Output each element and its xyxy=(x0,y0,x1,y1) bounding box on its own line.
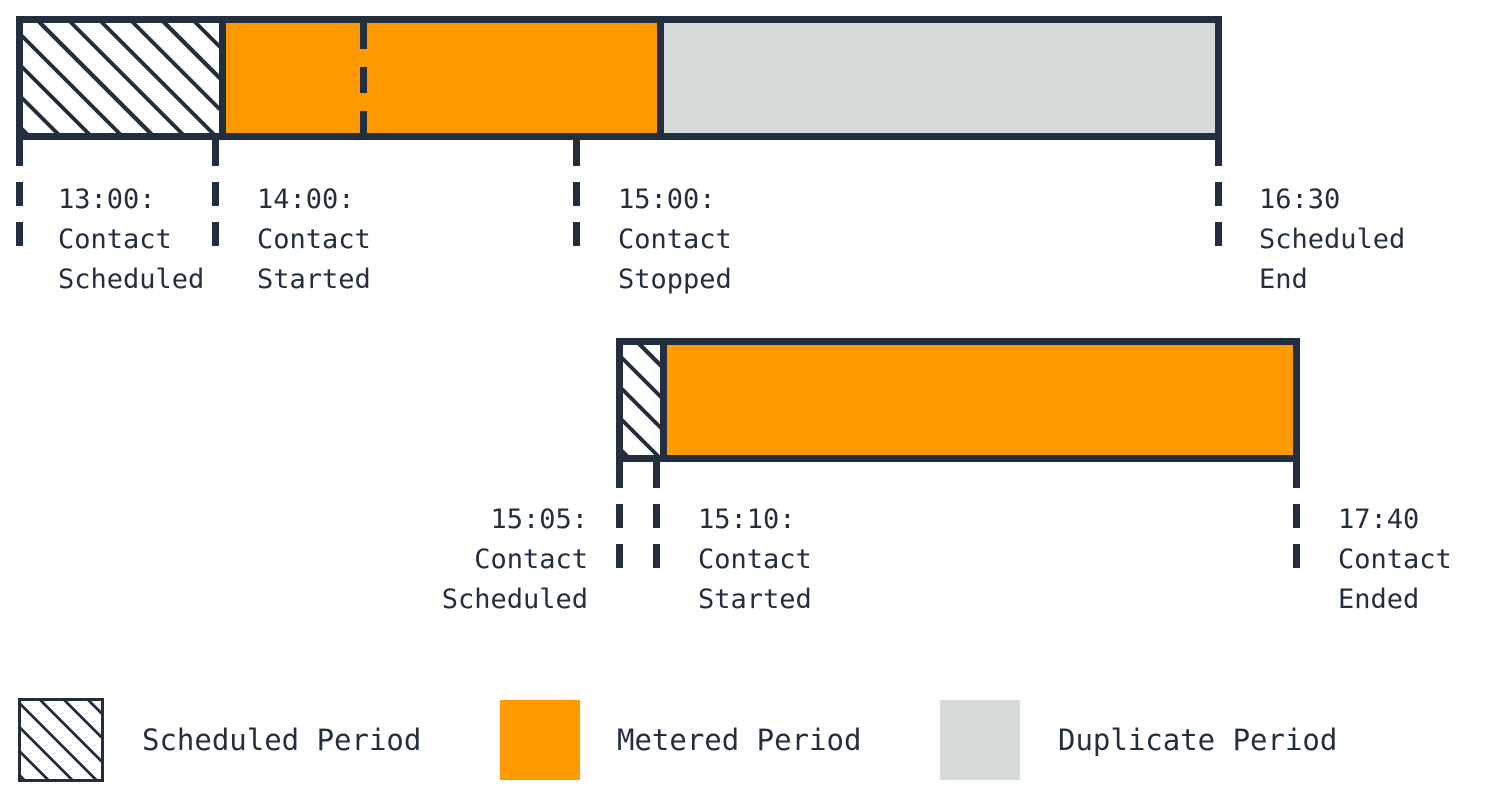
timeline-2-bar xyxy=(616,338,1300,462)
marker-line3: Scheduled xyxy=(58,264,205,295)
marker-time: 15:00: xyxy=(618,184,716,215)
marker-line3: End xyxy=(1259,264,1308,295)
timeline-1-segment-scheduled xyxy=(23,23,219,133)
legend: Scheduled Period Metered Period Duplicat… xyxy=(0,690,1492,800)
marker-line2: Contact xyxy=(474,544,588,575)
legend-item-metered: Metered Period xyxy=(500,690,861,790)
contact-stopped-divider xyxy=(360,23,367,133)
marker-line2: Contact xyxy=(58,224,172,255)
timeline-1-label-1630: 16:30 Scheduled End xyxy=(1259,180,1405,300)
timeline-2-segment-metered xyxy=(660,345,1293,455)
marker-line2: Scheduled xyxy=(1259,224,1406,255)
timeline-1-bar xyxy=(16,16,1222,140)
marker-time: 15:10: xyxy=(698,504,796,535)
marker-line2: Contact xyxy=(257,224,371,255)
legend-item-duplicate: Duplicate Period xyxy=(940,690,1337,790)
legend-item-scheduled: Scheduled Period xyxy=(18,690,421,790)
marker-line2: Contact xyxy=(1338,544,1452,575)
timeline-1-segment-metered xyxy=(219,23,657,133)
legend-label-metered: Metered Period xyxy=(617,723,862,757)
marker-line3: Stopped xyxy=(618,264,732,295)
legend-label-scheduled: Scheduled Period xyxy=(142,723,422,757)
timeline-2-label-1505: 15:05: Contact Scheduled xyxy=(300,500,588,620)
marker-time: 15:05: xyxy=(490,504,588,535)
legend-swatch-scheduled-icon xyxy=(18,698,104,782)
timeline-1-label-1400: 14:00: Contact Started xyxy=(257,180,371,300)
marker-line3: Scheduled xyxy=(441,584,588,615)
marker-time: 17:40 xyxy=(1338,504,1420,535)
marker-line2: Contact xyxy=(698,544,812,575)
timeline-2-label-1740: 17:40 Contact Ended xyxy=(1338,500,1452,620)
marker-line2: Contact xyxy=(618,224,732,255)
marker-line3: Started xyxy=(698,584,812,615)
timeline-1-label-1500: 15:00: Contact Stopped xyxy=(618,180,732,300)
marker-time: 16:30 xyxy=(1259,184,1341,215)
timeline-2-label-1510: 15:10: Contact Started xyxy=(698,500,812,620)
legend-swatch-duplicate-icon xyxy=(940,700,1020,780)
marker-line3: Started xyxy=(257,264,371,295)
legend-label-duplicate: Duplicate Period xyxy=(1058,723,1338,757)
timeline-1-label-1300: 13:00: Contact Scheduled xyxy=(58,180,204,300)
marker-line3: Ended xyxy=(1338,584,1420,615)
legend-swatch-metered-icon xyxy=(500,700,580,780)
timeline-2-segment-scheduled xyxy=(623,345,660,455)
marker-time: 14:00: xyxy=(257,184,355,215)
timeline-1-segment-duplicate xyxy=(657,23,1215,133)
marker-time: 13:00: xyxy=(58,184,156,215)
